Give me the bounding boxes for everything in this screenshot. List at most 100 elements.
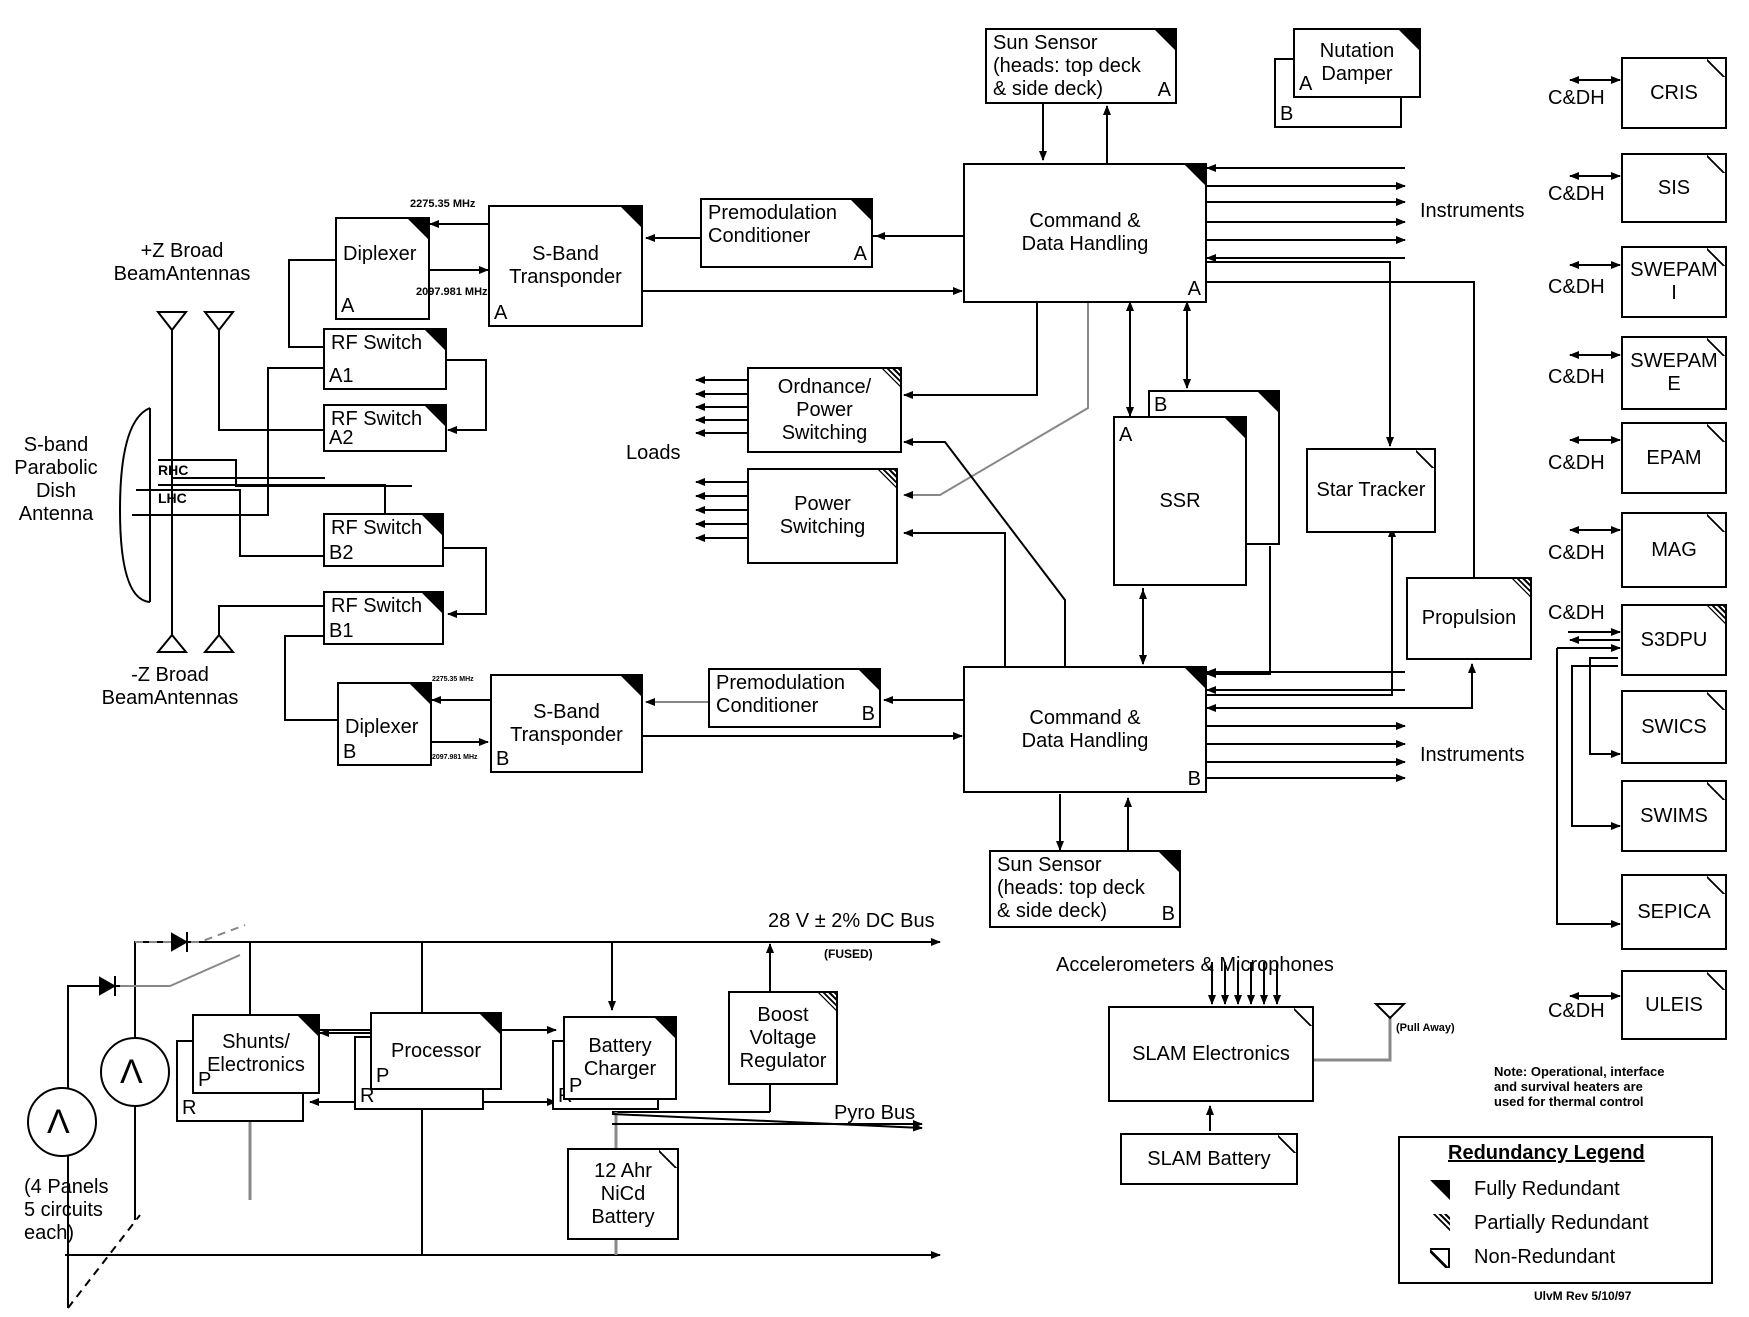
- fully-redundant-marker: [1159, 852, 1179, 872]
- fully-redundant-marker: [621, 676, 641, 696]
- partially-redundant-marker: [1512, 579, 1530, 597]
- freq-b-up: 2275.35 MHz: [432, 676, 474, 683]
- fully-redundant-icon: [1430, 1180, 1450, 1200]
- instrument-0: CRIS: [1621, 57, 1727, 129]
- instrument-name: S3DPU: [1640, 628, 1708, 651]
- diplexer-b: Diplexer B: [337, 682, 432, 766]
- freq-b-down: 2097.981 MHz: [432, 754, 478, 761]
- fully-redundant-marker: [422, 593, 442, 613]
- fully-redundant-marker: [851, 200, 871, 220]
- slam-electronics: SLAM Electronics: [1108, 1006, 1314, 1102]
- lhc-label: LHC: [158, 490, 187, 506]
- non-redundant-marker: [659, 1150, 677, 1168]
- premodulation-conditioner-a: Premodulation Conditioner A: [700, 198, 873, 268]
- instrument-cdh-label: C&DH: [1548, 1000, 1605, 1022]
- non-redundant-icon: [1430, 1248, 1450, 1268]
- thermal-note: Note: Operational, interface and surviva…: [1494, 1064, 1665, 1109]
- instrument-name: ULEIS: [1645, 993, 1703, 1016]
- instrument-6: S3DPU: [1621, 604, 1727, 676]
- instrument-name: SWICS: [1641, 715, 1707, 738]
- instruments-b-label: Instruments: [1420, 744, 1525, 766]
- fully-redundant-marker: [425, 406, 445, 426]
- non-redundant-marker: [1707, 338, 1725, 356]
- legend-item-label: Partially Redundant: [1474, 1212, 1649, 1234]
- instrument-10: ULEIS: [1621, 970, 1727, 1040]
- power-switching: Power Switching: [747, 468, 898, 564]
- non-redundant-marker: [1707, 972, 1725, 990]
- partially-redundant-icon: [1430, 1214, 1450, 1234]
- instrument-name: SWEPAM E: [1630, 350, 1718, 395]
- partially-redundant-marker: [1707, 606, 1725, 624]
- pull-away-label: (Pull Away): [1396, 1022, 1455, 1034]
- pyro-bus-label: Pyro Bus: [834, 1102, 916, 1124]
- legend-item-label: Non-Redundant: [1474, 1246, 1616, 1268]
- freq-a-down: 2097.981 MHz: [416, 286, 488, 298]
- battery-charger: Battery Charger P: [563, 1016, 677, 1100]
- instrument-cdh-label: C&DH: [1548, 542, 1605, 564]
- solar-array-2-symbol: Λ: [47, 1103, 70, 1141]
- fully-redundant-marker: [1225, 418, 1245, 438]
- instrument-cdh-label: C&DH: [1548, 183, 1605, 205]
- non-redundant-marker: [1707, 782, 1725, 800]
- nutation-damper: Nutation Damper A: [1293, 28, 1421, 98]
- non-redundant-marker: [1707, 248, 1725, 266]
- legend-item-label: Fully Redundant: [1474, 1178, 1620, 1200]
- fully-redundant-marker: [410, 684, 430, 704]
- slam-battery: SLAM Battery: [1120, 1133, 1298, 1185]
- fully-redundant-marker: [1155, 30, 1175, 50]
- fully-redundant-marker: [655, 1018, 675, 1038]
- premodulation-conditioner-b: Premodulation Conditioner B: [708, 668, 881, 728]
- partially-redundant-marker: [882, 369, 900, 387]
- rf-switch-b1: RF Switch B1: [323, 591, 444, 645]
- instrument-4: EPAM: [1621, 422, 1727, 494]
- fully-redundant-marker: [408, 219, 428, 239]
- pz-antennas-label: +Z Broad BeamAntennas: [113, 240, 251, 285]
- fully-redundant-marker: [298, 1016, 318, 1036]
- instrument-name: EPAM: [1646, 446, 1702, 469]
- instrument-cdh-label: C&DH: [1548, 276, 1605, 298]
- mz-antennas-label: -Z Broad BeamAntennas: [101, 664, 239, 709]
- non-redundant-marker: [1294, 1008, 1312, 1026]
- instrument-8: SWIMS: [1621, 780, 1727, 852]
- instrument-name: SEPICA: [1637, 900, 1711, 923]
- diplexer-a: Diplexer A: [335, 217, 430, 320]
- fully-redundant-marker: [621, 207, 641, 227]
- propulsion: Propulsion: [1406, 577, 1532, 660]
- revision-label: UlvM Rev 5/10/97: [1534, 1289, 1632, 1303]
- legend-title: Redundancy Legend: [1448, 1142, 1645, 1164]
- rhc-label: RHC: [158, 462, 189, 478]
- processor: Processor P: [370, 1012, 502, 1090]
- partially-redundant-marker: [878, 470, 896, 488]
- instruments-a-label: Instruments: [1420, 200, 1525, 222]
- loads-label: Loads: [626, 442, 681, 464]
- freq-a-up: 2275.35 MHz: [410, 198, 476, 210]
- rf-switch-a2: RF Switch A2: [323, 404, 447, 452]
- non-redundant-marker: [1278, 1135, 1296, 1153]
- non-redundant-marker: [1707, 692, 1725, 710]
- sband-transponder-b: S-Band Transponder B: [490, 674, 643, 773]
- dc-bus-label: 28 V ± 2% DC Bus: [768, 910, 935, 932]
- instrument-cdh-label: C&DH: [1548, 602, 1605, 624]
- instrument-5: MAG: [1621, 512, 1727, 588]
- solar-array-1-symbol: Λ: [120, 1053, 143, 1091]
- rf-switch-b2: RF Switch B2: [323, 513, 444, 567]
- fully-redundant-marker: [1258, 392, 1278, 412]
- non-redundant-marker: [1707, 155, 1725, 173]
- boost-voltage-regulator: Boost Voltage Regulator: [728, 991, 838, 1085]
- accelerometers-label: Accelerometers & Microphones: [1056, 954, 1334, 976]
- ordnance-power-switching: Ordnance/ Power Switching: [747, 367, 902, 453]
- fully-redundant-marker: [480, 1014, 500, 1034]
- non-redundant-marker: [1416, 450, 1434, 468]
- instrument-7: SWICS: [1621, 690, 1727, 764]
- instrument-1: SIS: [1621, 153, 1727, 223]
- fully-redundant-marker: [1185, 668, 1205, 688]
- star-tracker: Star Tracker: [1306, 448, 1436, 533]
- non-redundant-marker: [1707, 514, 1725, 532]
- fully-redundant-marker: [422, 515, 442, 535]
- dish-antenna-label: S-band Parabolic Dish Antenna: [14, 434, 98, 525]
- instrument-name: SIS: [1657, 176, 1691, 199]
- instrument-2: SWEPAM I: [1621, 246, 1727, 318]
- fully-redundant-marker: [1399, 30, 1419, 50]
